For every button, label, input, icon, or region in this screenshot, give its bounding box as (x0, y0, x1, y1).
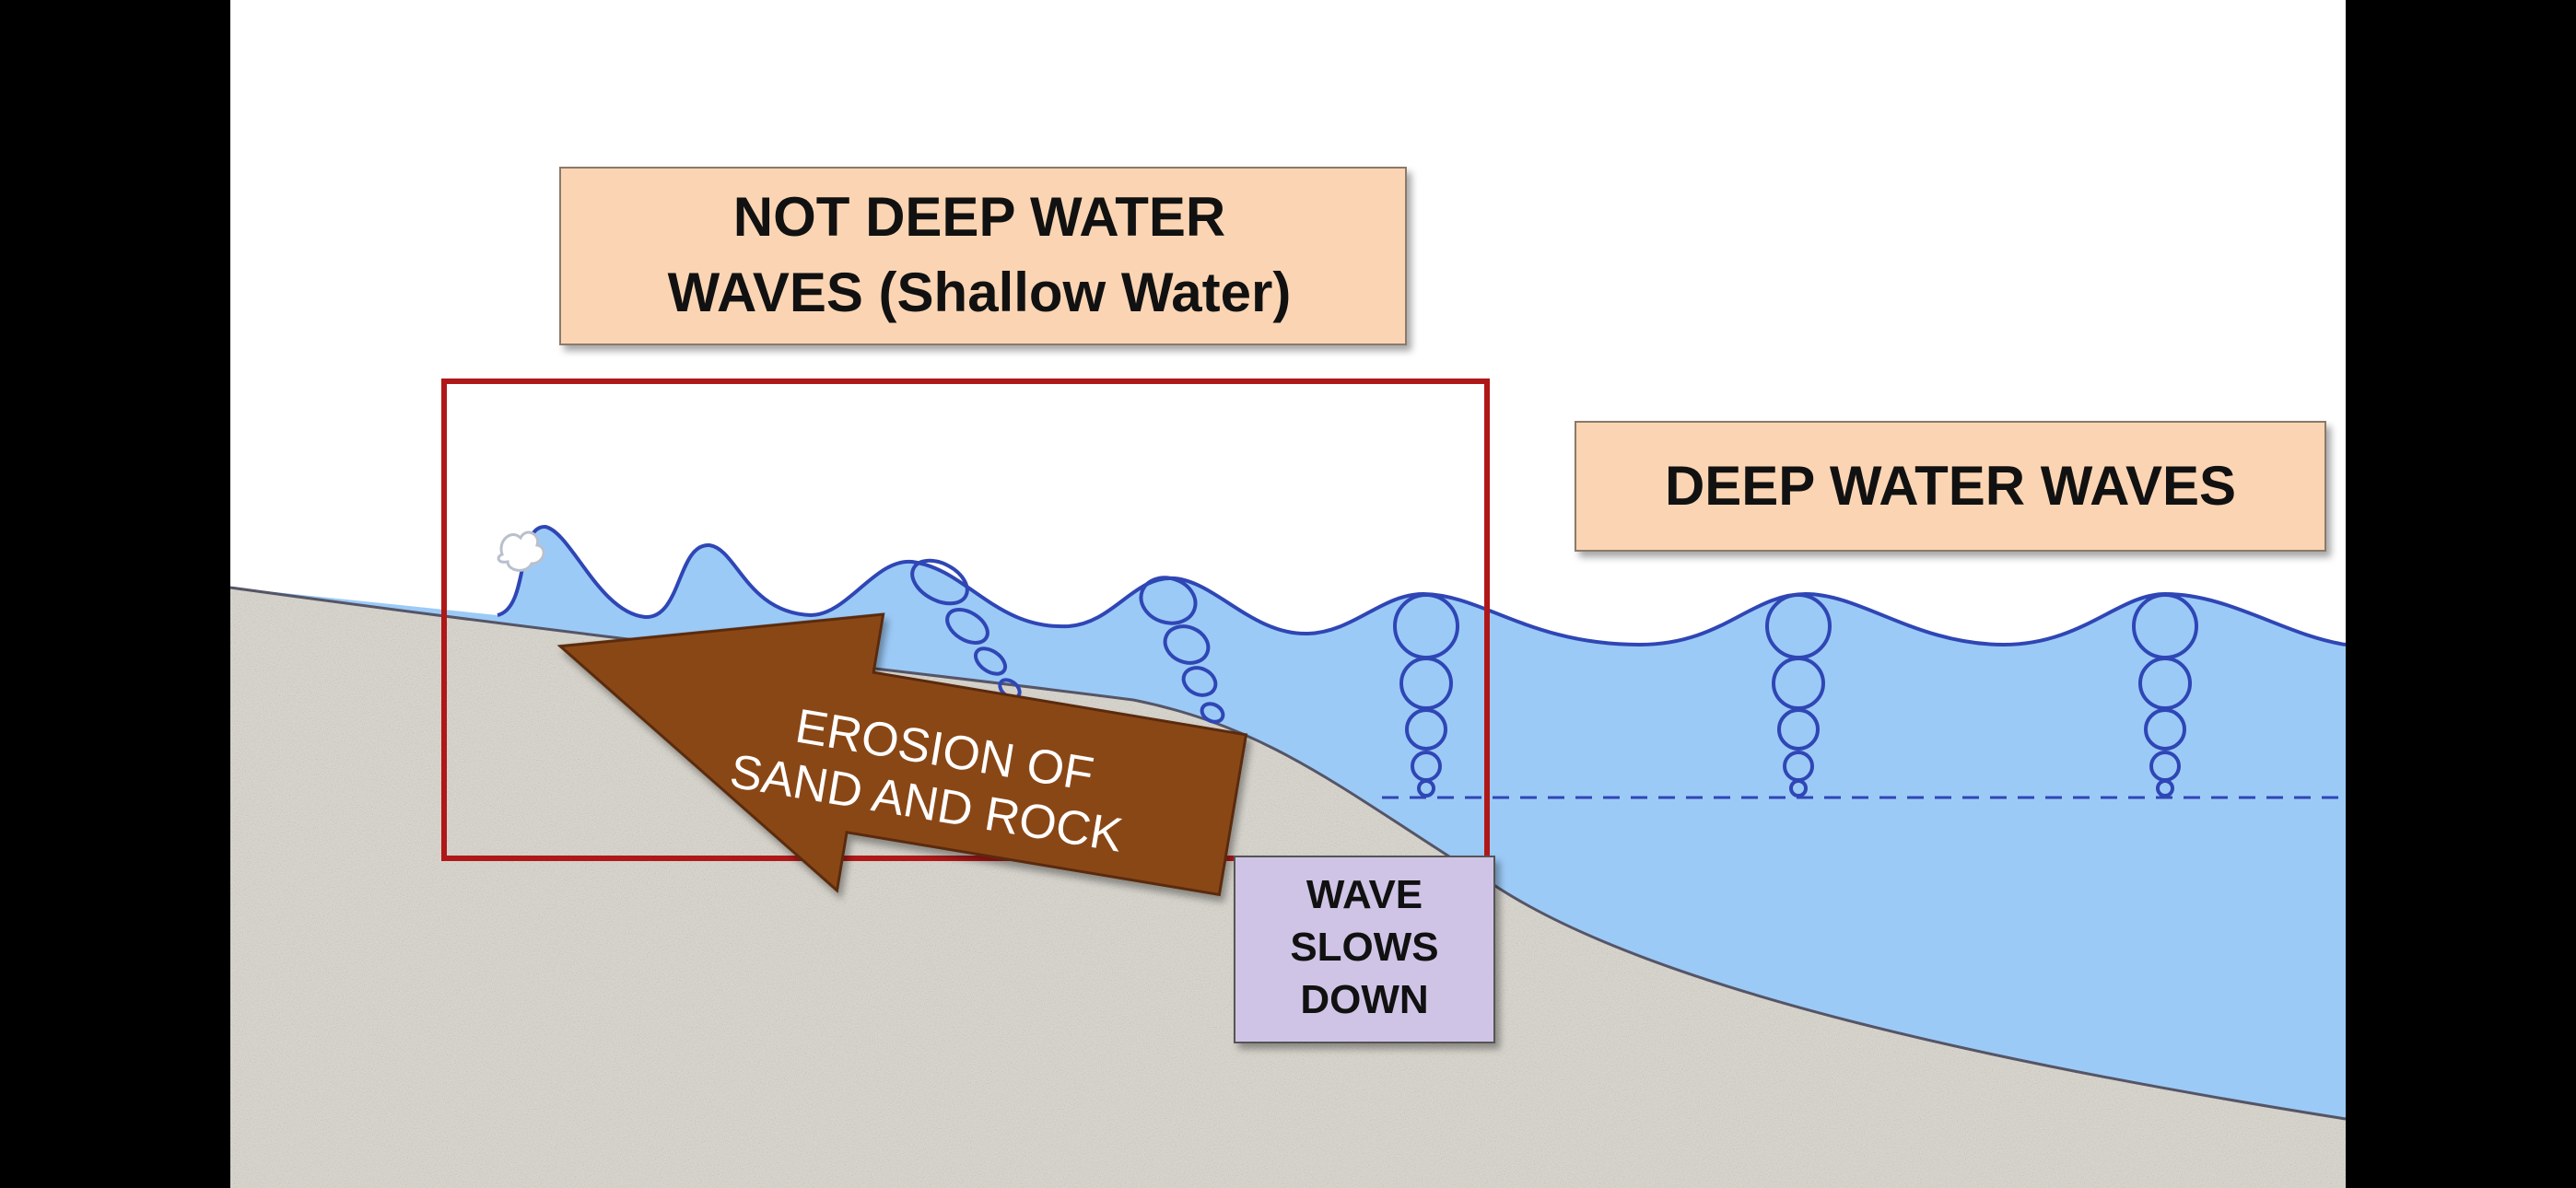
shallow-title-line2: WAVES (Shallow Water) (668, 262, 1292, 323)
slows-line3: DOWN (1300, 977, 1428, 1022)
deep-title: DEEP WATER WAVES (1665, 455, 2236, 517)
orbit-deep-1 (1393, 593, 1459, 798)
shallow-title-line1: NOT DEEP WATER (733, 186, 1226, 248)
slows-line2: SLOWS (1290, 925, 1438, 970)
orbit-shallow-2 (1139, 576, 1225, 724)
slows-line1: WAVE (1306, 872, 1423, 917)
water-body (230, 526, 2346, 1119)
foam-icon (497, 530, 545, 572)
orbit-deep-2 (1765, 593, 1832, 798)
orbit-deep-3 (2132, 593, 2198, 798)
deep-water-label: DEEP WATER WAVES (1575, 421, 2326, 552)
shallow-water-label: NOT DEEP WATER WAVES (Shallow Water) (559, 167, 1407, 345)
shallow-zone-frame (441, 379, 1490, 861)
wave-surface-line (497, 524, 2347, 647)
wave-slows-down-label: WAVE SLOWS DOWN (1234, 856, 1495, 1043)
erosion-arrow: EROSION OF SAND AND ROCK (556, 612, 1248, 897)
